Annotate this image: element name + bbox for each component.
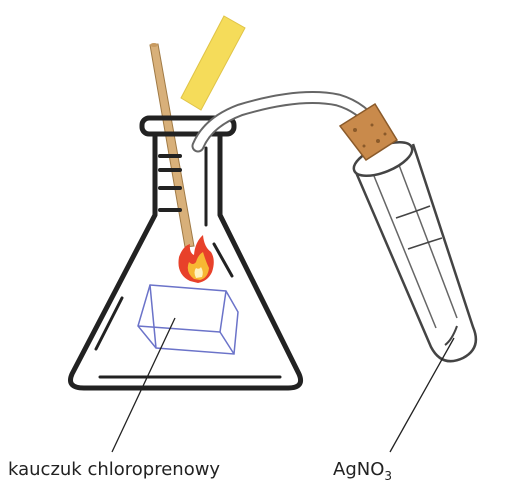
stick-tip [150, 43, 158, 47]
leader-line-agno3 [389, 337, 455, 453]
erlenmeyer-flask-icon [68, 115, 304, 391]
rubber-label: kauczuk chloroprenowy [8, 459, 221, 480]
reagent-label: AgNO3 [333, 459, 393, 483]
leader-line-rubber [111, 317, 176, 453]
reagent-formula: AgNO [333, 459, 385, 480]
test-tube-icon [352, 141, 478, 363]
flame-icon [178, 235, 214, 283]
cork-stopper [338, 102, 399, 162]
delivery-tube [191, 91, 385, 153]
rubber-block-icon [137, 284, 239, 355]
reagent-subscript: 3 [384, 469, 393, 483]
yellow-test-strip [180, 15, 246, 111]
